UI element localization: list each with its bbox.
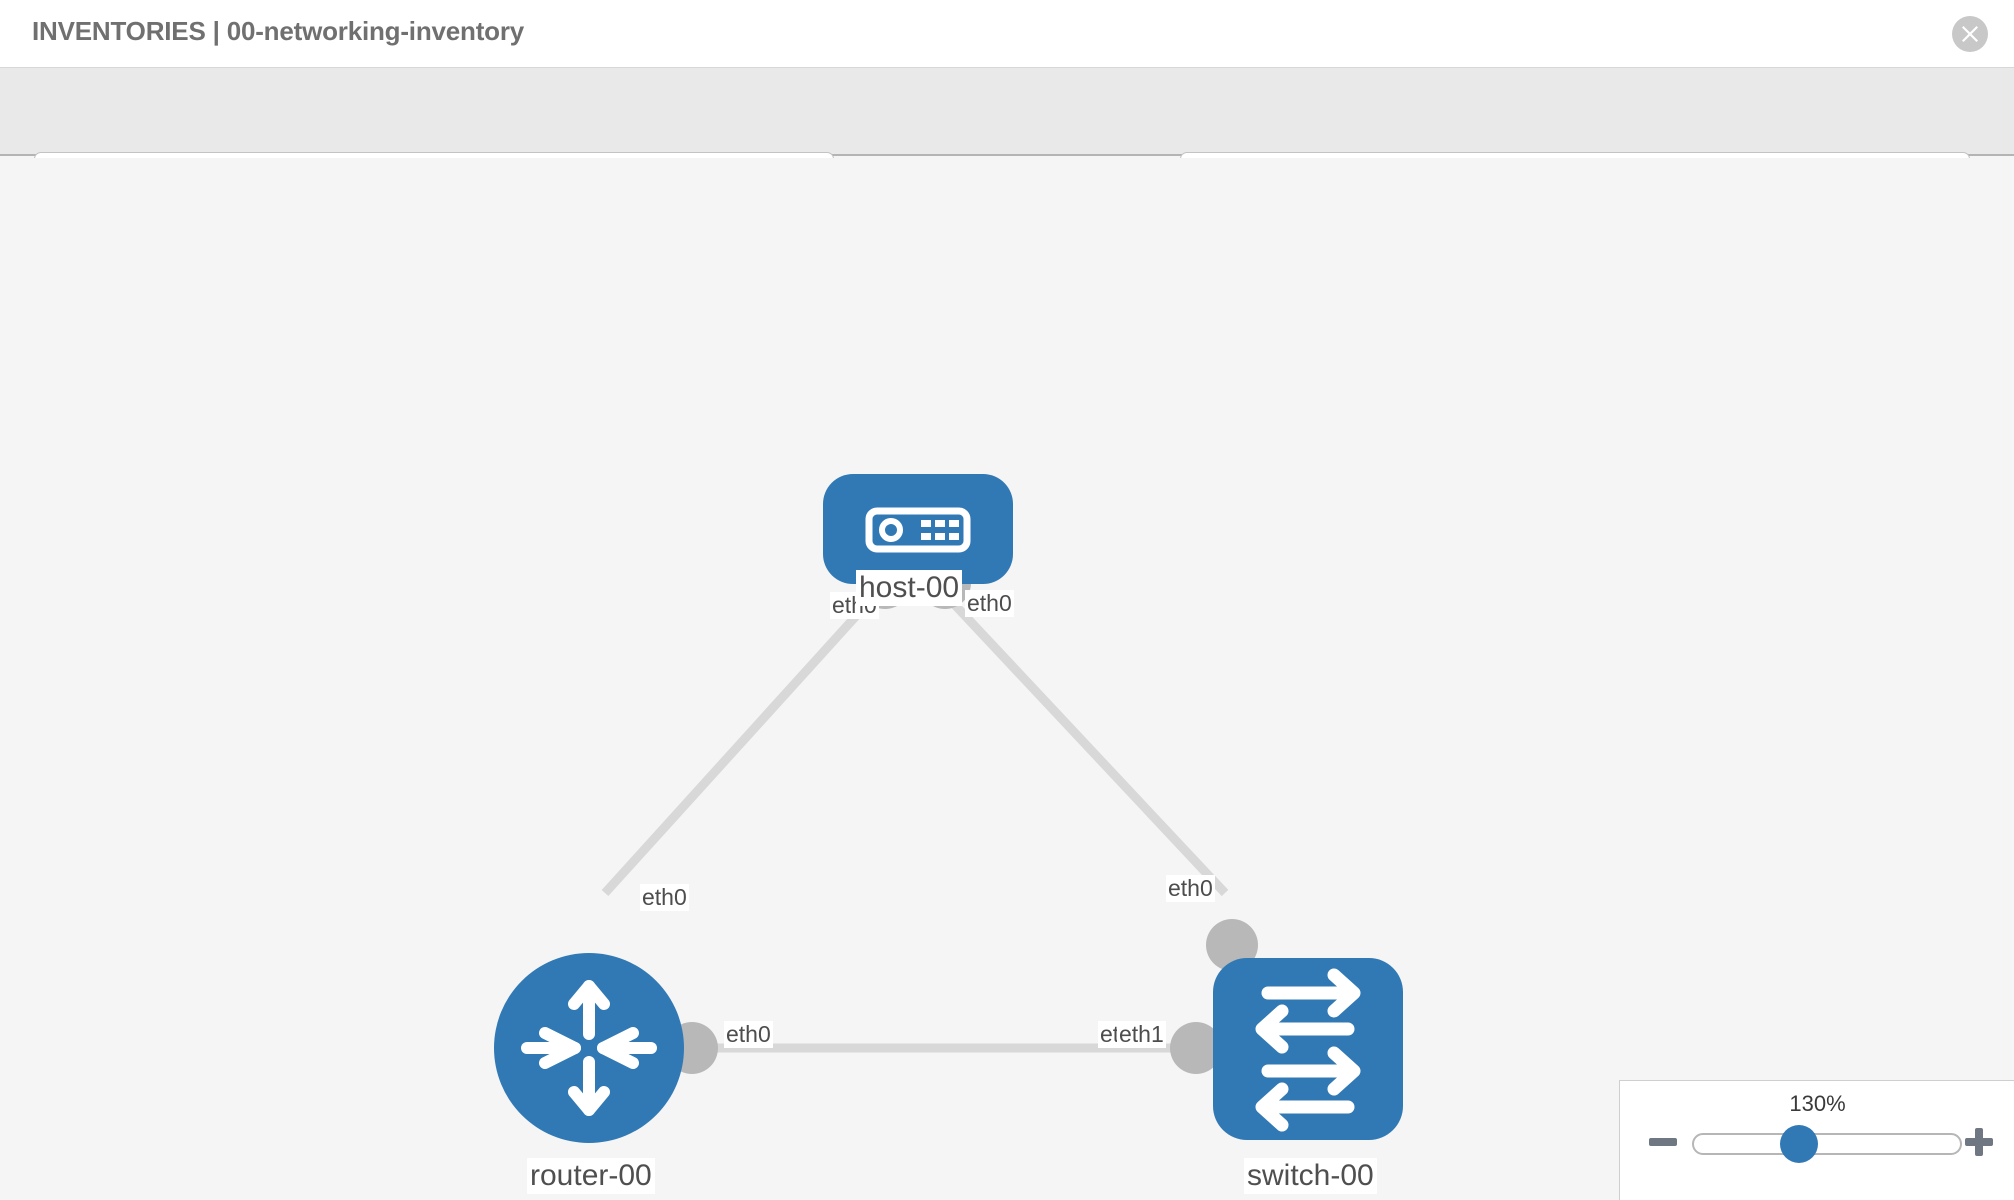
minus-icon[interactable] [1646, 1125, 1680, 1159]
edge-label-host-right: eth0 [965, 590, 1014, 617]
topology-edges [601, 569, 1229, 1053]
close-icon[interactable] [1952, 16, 1988, 52]
node-host-00[interactable] [823, 474, 1013, 584]
topology-canvas[interactable]: eth0 host-00 eth0 eth0 eth0 eth0 eth0 et… [0, 158, 2014, 1200]
page-title: INVENTORIES | 00-networking-inventory [32, 16, 525, 46]
plus-icon[interactable] [1962, 1125, 1996, 1159]
node-router-00[interactable] [494, 953, 684, 1143]
zoom-slider-track[interactable] [1692, 1133, 1962, 1155]
topology-ports [666, 557, 1258, 1074]
node-label-router-00: router-00 [527, 1158, 655, 1194]
topology-graph [494, 474, 1403, 1143]
window-header: INVENTORIES | 00-networking-inventory [0, 0, 2014, 68]
zoom-slider-thumb[interactable] [1780, 1125, 1818, 1163]
zoom-control-panel: 130% [1619, 1080, 2014, 1200]
node-label-switch-00: switch-00 [1244, 1158, 1377, 1194]
zoom-level-value: 130% [1789, 1091, 1846, 1116]
edge-label-router-right: eth0 [724, 1021, 773, 1048]
edge-label-router-up: eth0 [640, 884, 689, 911]
node-switch-00[interactable] [1213, 958, 1403, 1140]
toolbar: ACTIONS SEARCH [0, 68, 2014, 208]
edge-label-switch-left: eth1 [1117, 1021, 1166, 1048]
node-label-host-00: host-00 [856, 570, 963, 606]
edge-label-switch-up: eth0 [1166, 875, 1215, 902]
